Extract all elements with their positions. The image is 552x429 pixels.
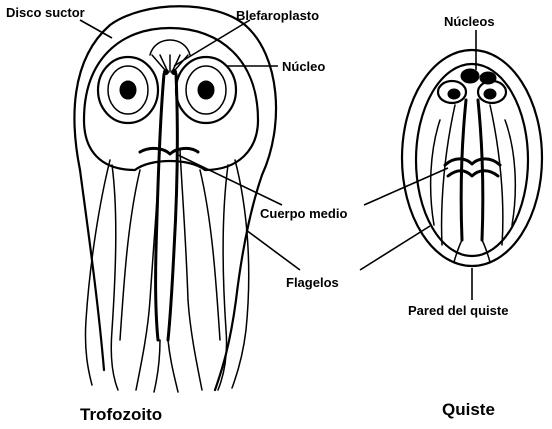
label-disco-suctor: Disco suctor (6, 5, 85, 20)
label-pared-del-quiste: Pared del quiste (408, 303, 508, 318)
trophozoite-drawing (74, 6, 276, 392)
caption-trofozoito: Trofozoito (80, 405, 162, 424)
label-nucleos: Núcleos (444, 14, 495, 29)
leader-flagelos-2 (360, 226, 430, 270)
cyst-drawing (402, 50, 542, 266)
label-blefaroplasto: Blefaroplasto (236, 8, 319, 23)
right-nucleus-karyosome (198, 81, 214, 99)
cyst-median-body (445, 159, 500, 165)
label-cuerpo-medio: Cuerpo medio (260, 206, 347, 221)
trophozoite-flagellum (85, 160, 110, 385)
leader-flagelos-1 (246, 230, 300, 270)
label-nucleo: Núcleo (282, 59, 325, 74)
cyst-nucleus-3 (461, 69, 479, 83)
label-flagelos: Flagelos (286, 275, 339, 290)
caption-quiste: Quiste (442, 400, 495, 419)
left-nucleus-karyosome (120, 81, 136, 99)
cyst-nucleus-4 (480, 72, 496, 84)
trophozoite-median-body (140, 148, 198, 154)
cyst-wall-inner (416, 64, 528, 256)
